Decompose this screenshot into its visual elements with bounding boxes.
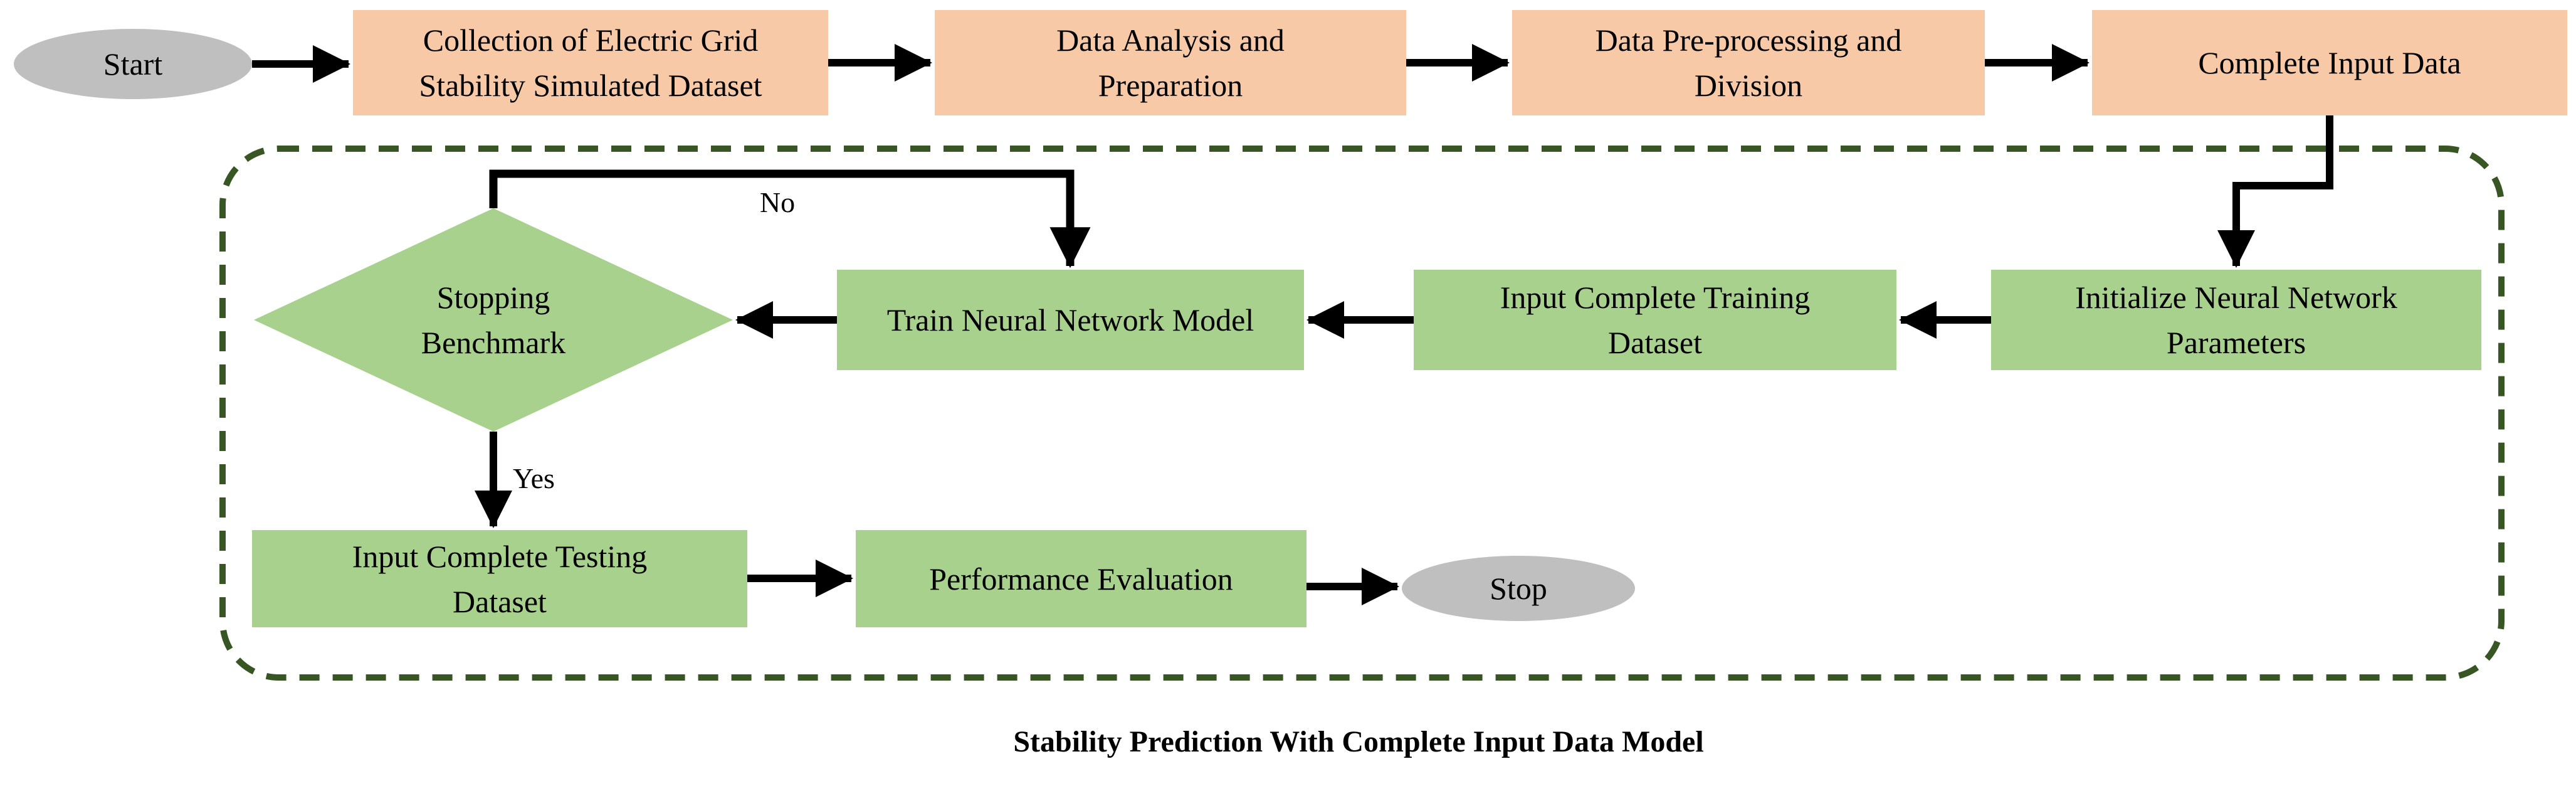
- node-complete-input-data: Complete Input Data: [2092, 10, 2567, 115]
- node-stop: Stop: [1402, 556, 1635, 621]
- node-initialize-parameters: Initialize Neural Network Parameters: [1991, 270, 2481, 370]
- node-train-model: Train Neural Network Model: [837, 270, 1304, 370]
- node-train-model-label: Train Neural Network Model: [886, 302, 1254, 337]
- node-training-dataset-label: Input Complete Training Dataset: [1500, 280, 1811, 360]
- node-complete-input-data-label: Complete Input Data: [2198, 45, 2461, 80]
- node-training-dataset: Input Complete Training Dataset: [1414, 270, 1896, 370]
- node-data-analysis: Data Analysis and Preparation: [935, 10, 1406, 115]
- node-preprocessing-label: Data Pre-processing and Division: [1595, 23, 1902, 103]
- node-performance-evaluation: Performance Evaluation: [856, 530, 1306, 627]
- node-initialize-parameters-label: Initialize Neural Network Parameters: [2075, 280, 2397, 360]
- figure-caption: Stability Prediction With Complete Input…: [1013, 725, 1704, 758]
- node-collection-dataset: Collection of Electric Grid Stability Si…: [353, 10, 828, 115]
- node-testing-dataset-label: Input Complete Testing Dataset: [352, 538, 648, 619]
- node-stop-label: Stop: [1490, 571, 1547, 606]
- node-preprocessing: Data Pre-processing and Division: [1512, 10, 1985, 115]
- node-performance-evaluation-label: Performance Evaluation: [929, 561, 1233, 597]
- edge-label-yes: Yes: [513, 462, 555, 494]
- node-start: Start: [14, 29, 252, 99]
- node-data-analysis-label: Data Analysis and Preparation: [1056, 23, 1285, 103]
- node-stopping-benchmark-label: Stopping Benchmark: [421, 280, 566, 360]
- edge-label-no: No: [759, 186, 796, 218]
- node-stopping-benchmark: Stopping Benchmark: [254, 208, 733, 432]
- node-collection-dataset-label: Collection of Electric Grid Stability Si…: [419, 23, 762, 103]
- node-start-label: Start: [103, 46, 163, 82]
- arrow-complete-input-to-initialize: [2217, 115, 2333, 268]
- node-testing-dataset: Input Complete Testing Dataset: [252, 530, 747, 627]
